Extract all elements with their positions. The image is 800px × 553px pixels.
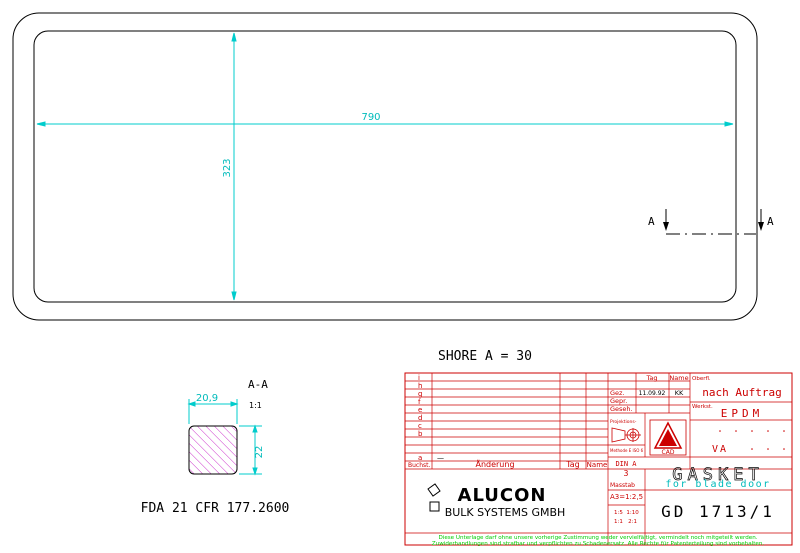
svg-text:11.09.92: 11.09.92 [639,390,666,397]
dim-width-label: 790 [361,112,380,123]
fda-compliance-note: FDA 21 CFR 177.2600 [141,501,290,516]
svg-text:KK: KK [675,389,684,397]
drawing-number: GD 1713/1 [661,502,775,521]
svg-text:CAD: CAD [662,449,675,456]
svg-text:Gez.: Gez. [610,389,625,397]
method-label: Methode E ISO 6 [610,448,644,453]
projection-symbol [611,427,641,443]
gasket-cross-section [188,425,238,475]
disclaimer-line-2: Zuwiderhandlungen sind strafbar und verp… [432,541,765,547]
title-block: i h g f e d c b a — Buchst. Änderung Tag… [404,372,793,547]
surface-label: Oberfl. [692,376,711,382]
svg-text:Geseh.: Geseh. [610,405,633,413]
svg-text:d: d [418,414,422,422]
svg-text:Name: Name [669,374,688,382]
revision-header: Buchst. Änderung Tag Name [408,459,607,469]
drawing-subtitle: for blade door [665,479,770,490]
revision-table [405,373,792,545]
dim-height-label: 323 [222,158,233,177]
scale-row-1: 1:5 1:10 [614,510,639,516]
signoff-labels: Tag Name Gez. 11.09.92 KK Gepr. Geseh. [610,374,689,413]
svg-text:i: i [418,374,420,382]
svg-text:f: f [418,398,421,406]
alucon-logo-mark [427,483,441,512]
scale-row-2: 1:1 2:1 [614,519,637,525]
section-marker-right: A [767,215,774,228]
va-value: VA [712,444,728,455]
surface-value: nach Auftrag [702,386,781,399]
gasket-inner-outline [33,30,737,303]
section-line-a-a [663,209,764,235]
din-label: DIN A [615,460,637,468]
company-name: ALUCON [458,485,547,506]
profile-height-label: 22 [254,446,265,459]
profile-dimensions [187,399,262,476]
gasket-outer-outline [12,12,758,321]
scale-value: A3=1:2,5 [610,493,643,501]
svg-text:Buchst.: Buchst. [408,462,430,469]
dot-leaders [719,430,785,450]
svg-text:Name: Name [587,461,608,469]
projection-label: Projektions- [610,419,637,425]
din-number: 3 [624,469,629,478]
svg-text:Tag: Tag [565,460,580,469]
drawing-title: GASKET [672,465,763,485]
svg-text:Tag: Tag [645,374,657,382]
gasket-plan-view [12,12,758,321]
section-scale: 1:1 [249,401,262,410]
svg-text:g: g [418,390,422,398]
material-label: Werkst. [692,404,713,410]
svg-text:e: e [418,406,422,414]
svg-text:b: b [418,430,423,438]
scale-label: Masstab [610,482,635,489]
company-subtitle: BULK SYSTEMS GMBH [445,506,566,519]
cad-logo: CAD [649,419,687,456]
svg-text:a: a [418,454,422,462]
svg-text:h: h [418,382,422,390]
revision-first-entry: — [437,454,444,462]
dimension-lines [36,32,734,301]
profile-width-label: 20,9 [196,393,218,404]
revision-letters: i h g f e d c b a [418,374,423,462]
shore-hardness-note: SHORE A = 30 [438,349,532,364]
svg-text:Gepr.: Gepr. [610,397,627,405]
material-value: EPDM [721,407,764,420]
svg-text:Änderung: Änderung [475,459,514,469]
disclaimer-line-1: Diese Unterlage darf ohne unsere vorheri… [438,535,757,541]
signoff-grid [405,373,792,545]
section-marker-left: A [648,215,655,228]
svg-text:c: c [418,422,422,430]
section-title: A-A [248,378,268,391]
